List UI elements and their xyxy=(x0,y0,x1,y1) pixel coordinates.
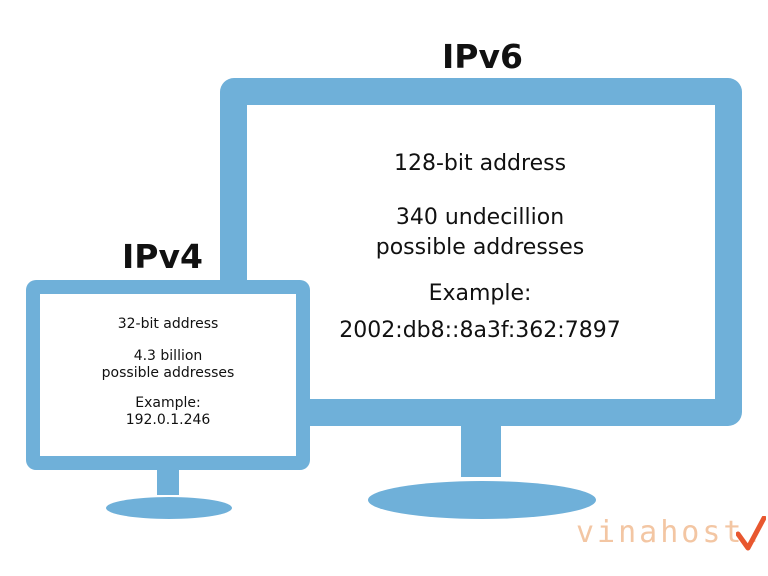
ipv6-title: IPv6 xyxy=(442,37,523,76)
ipv6-screen-content: 128-bit address 340 undecillion possible… xyxy=(300,149,660,309)
vinahost-watermark: vinahost. xyxy=(576,516,768,556)
ipv6-count-line1: 340 undecillion xyxy=(395,205,565,230)
ipv4-bits-label: 32-bit address xyxy=(117,316,219,332)
ipv6-count-line2: possible addresses xyxy=(375,235,585,260)
ipv6-monitor-neck xyxy=(461,425,501,477)
watermark-text: vinahost. xyxy=(576,515,766,550)
ipv6-example-value: 2002:db8::8a3f:362:7897 xyxy=(339,318,621,343)
ipv4-screen-content: 32-bit address 4.3 billion possible addr… xyxy=(40,316,296,429)
ipv4-monitor-neck xyxy=(157,469,179,495)
ipv4-count-line1: 4.3 billion xyxy=(133,348,203,364)
ipv4-monitor-base xyxy=(106,497,232,519)
ipv4-title: IPv4 xyxy=(122,237,203,276)
ipv4-count-line2: possible addresses xyxy=(101,365,235,381)
ipv4-monitor-screen xyxy=(26,280,310,470)
ipv4-example-label: Example: xyxy=(135,395,201,411)
ipv6-monitor-base xyxy=(368,481,596,519)
ipv6-example-label: Example: xyxy=(428,281,532,306)
ipv6-bits-label: 128-bit address xyxy=(393,151,567,176)
checkmark-icon xyxy=(736,516,766,551)
ipv4-example-value: 192.0.1.246 xyxy=(125,412,211,428)
